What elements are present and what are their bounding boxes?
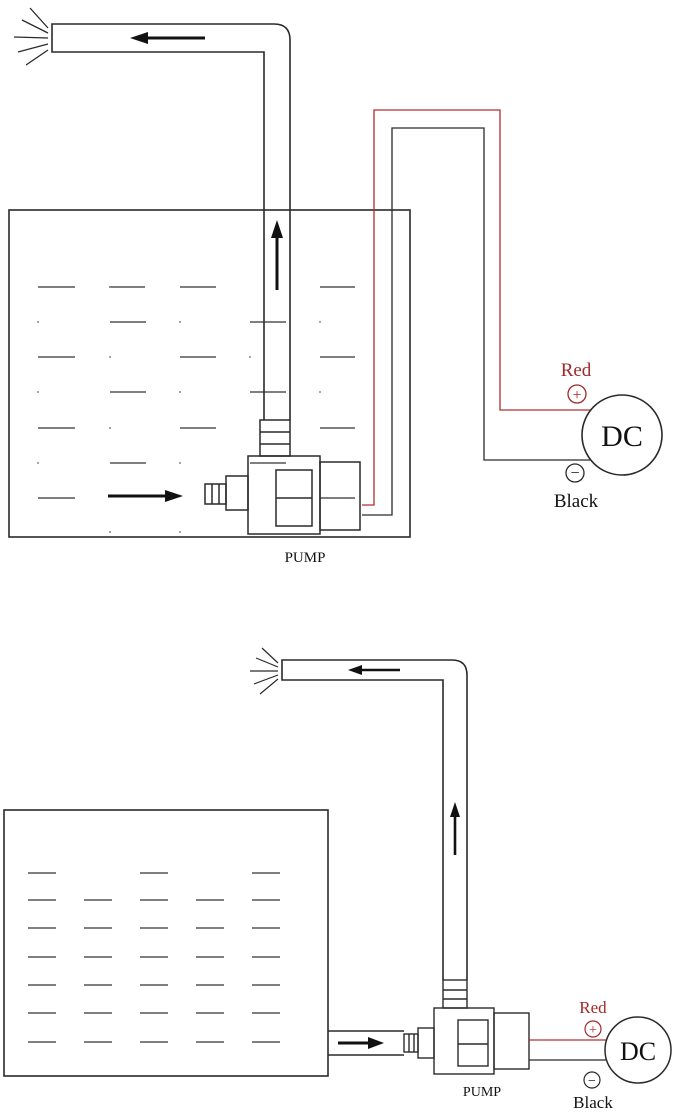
top-outlet-pipe — [51, 23, 291, 420]
bottom-positive-terminal-icon — [584, 1020, 602, 1038]
top-water-tank — [8, 209, 411, 538]
bottom-red-label: Red — [579, 998, 607, 1017]
top-black-wire — [362, 127, 592, 516]
top-flow-arrow-inlet — [108, 490, 183, 502]
top-water-dashes — [38, 286, 355, 499]
bottom-negative-symbol: − — [588, 1074, 596, 1089]
top-dc-label: DC — [601, 420, 643, 453]
top-red-label: Red — [561, 360, 592, 381]
bottom-pump-label: PUMP — [463, 1085, 501, 1100]
bottom-inlet-pipe — [328, 1030, 404, 1056]
bottom-positive-symbol: + — [589, 1023, 597, 1038]
bottom-dc-label: DC — [620, 1037, 656, 1066]
top-flow-arrow-horizontal — [130, 32, 205, 44]
top-pump-label: PUMP — [285, 550, 326, 566]
top-diagram: PUMP DC Red + − Black — [8, 7, 663, 566]
bottom-water-tank — [3, 809, 329, 1077]
bottom-dc-source — [604, 1016, 672, 1084]
bottom-negative-terminal-icon — [583, 1071, 601, 1089]
top-negative-symbol: − — [570, 465, 579, 482]
top-pump — [204, 419, 361, 535]
bottom-spray-icon — [250, 647, 279, 695]
bottom-water-dashes — [28, 872, 280, 1043]
top-positive-terminal-icon — [567, 384, 587, 404]
top-spray-icon — [13, 7, 49, 66]
bottom-black-label: Black — [573, 1093, 613, 1112]
bottom-outlet-pipe — [281, 659, 468, 980]
top-positive-symbol: + — [572, 387, 581, 404]
bottom-pump — [403, 979, 530, 1075]
bottom-flow-arrow-vertical — [450, 802, 460, 855]
top-red-wire — [362, 109, 592, 506]
top-negative-terminal-icon — [565, 463, 585, 483]
bottom-diagram: PUMP DC Red + − Black — [3, 647, 672, 1112]
bottom-flow-arrow-horizontal — [348, 665, 400, 675]
top-flow-arrow-vertical — [271, 220, 283, 290]
bottom-flow-arrow-inlet — [338, 1037, 384, 1049]
top-black-label: Black — [554, 491, 599, 512]
top-dc-source — [581, 394, 663, 476]
